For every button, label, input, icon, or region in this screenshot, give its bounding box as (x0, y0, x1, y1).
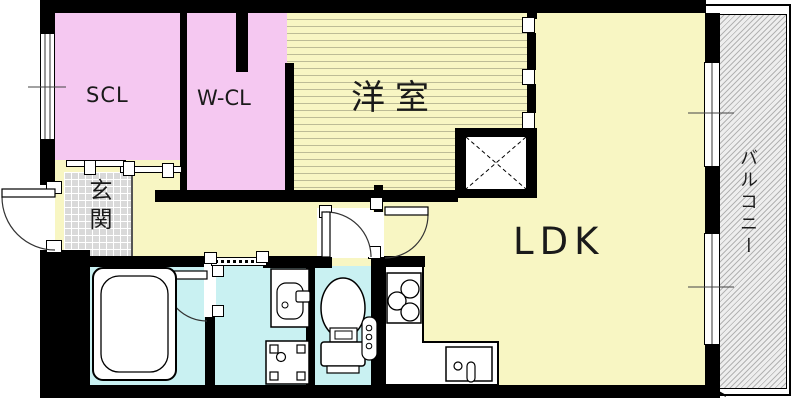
genkan-tile-floor (64, 172, 133, 258)
wall-left-mid (40, 140, 55, 185)
wall-partition-a (527, 33, 536, 70)
wall-partition-b (527, 84, 536, 113)
balcony-window-1 (704, 62, 720, 167)
wall-partition-top-stub (527, 13, 537, 19)
wall-hall-bottom-west (88, 256, 213, 267)
door-jamb (256, 251, 269, 263)
scl-sliding-door-panel (66, 160, 126, 167)
wall-left-upper (40, 0, 55, 33)
label-balcony: バルコニー (737, 148, 758, 258)
wall-right-c (705, 345, 720, 385)
label-yoshitsu: 洋室 (351, 78, 439, 118)
wall-wash-toilet (306, 256, 315, 385)
door-jamb (204, 252, 217, 264)
door-jamb (319, 205, 332, 218)
wall-left-lower (40, 250, 55, 398)
wall-rooms-bottom (155, 190, 458, 202)
door-jamb (370, 197, 383, 210)
pipe-shaft-inner (466, 137, 526, 189)
door-jamb (84, 160, 96, 175)
ldk-door-opening (373, 212, 384, 257)
wall-top (40, 0, 706, 13)
door-jamb (46, 240, 62, 253)
balcony-rail (702, 4, 791, 396)
room-scl (55, 13, 180, 160)
scl-sliding-door-panel (120, 166, 182, 173)
wall-right-a (705, 13, 720, 62)
door-jamb (522, 112, 535, 129)
label-scl: SCL (86, 83, 129, 107)
label-wcl: W-CL (197, 86, 251, 110)
door-jamb (522, 69, 535, 85)
slider-track (215, 260, 263, 263)
toilet-floor (313, 266, 373, 385)
wall-wcl-stub (236, 13, 248, 72)
door-jamb (123, 161, 135, 176)
wall-wcl-yoshitsu (285, 63, 294, 202)
wall-scl-wcl (180, 13, 187, 193)
bathroom-floor (88, 262, 207, 385)
wall-kitchen-top (374, 256, 425, 267)
door-jamb (212, 305, 224, 317)
scl-window (40, 33, 55, 140)
door-jamb (46, 181, 62, 194)
door-jamb (522, 17, 535, 33)
label-genkan: 玄関 (85, 178, 111, 236)
wall-bath-wash (205, 316, 215, 385)
balcony-window-2 (704, 233, 720, 345)
door-jamb (162, 163, 174, 178)
wall-hall-bottom-mid (263, 256, 332, 268)
wall-toilet-kitchen (371, 256, 385, 385)
washroom-floor (213, 266, 308, 385)
door-jamb (212, 265, 224, 277)
wall-bottom (40, 385, 720, 398)
door-jamb (368, 246, 381, 259)
label-ldk: LDK (513, 220, 605, 263)
wall-right-b (705, 167, 720, 233)
wall-bath-left-block (55, 250, 90, 398)
